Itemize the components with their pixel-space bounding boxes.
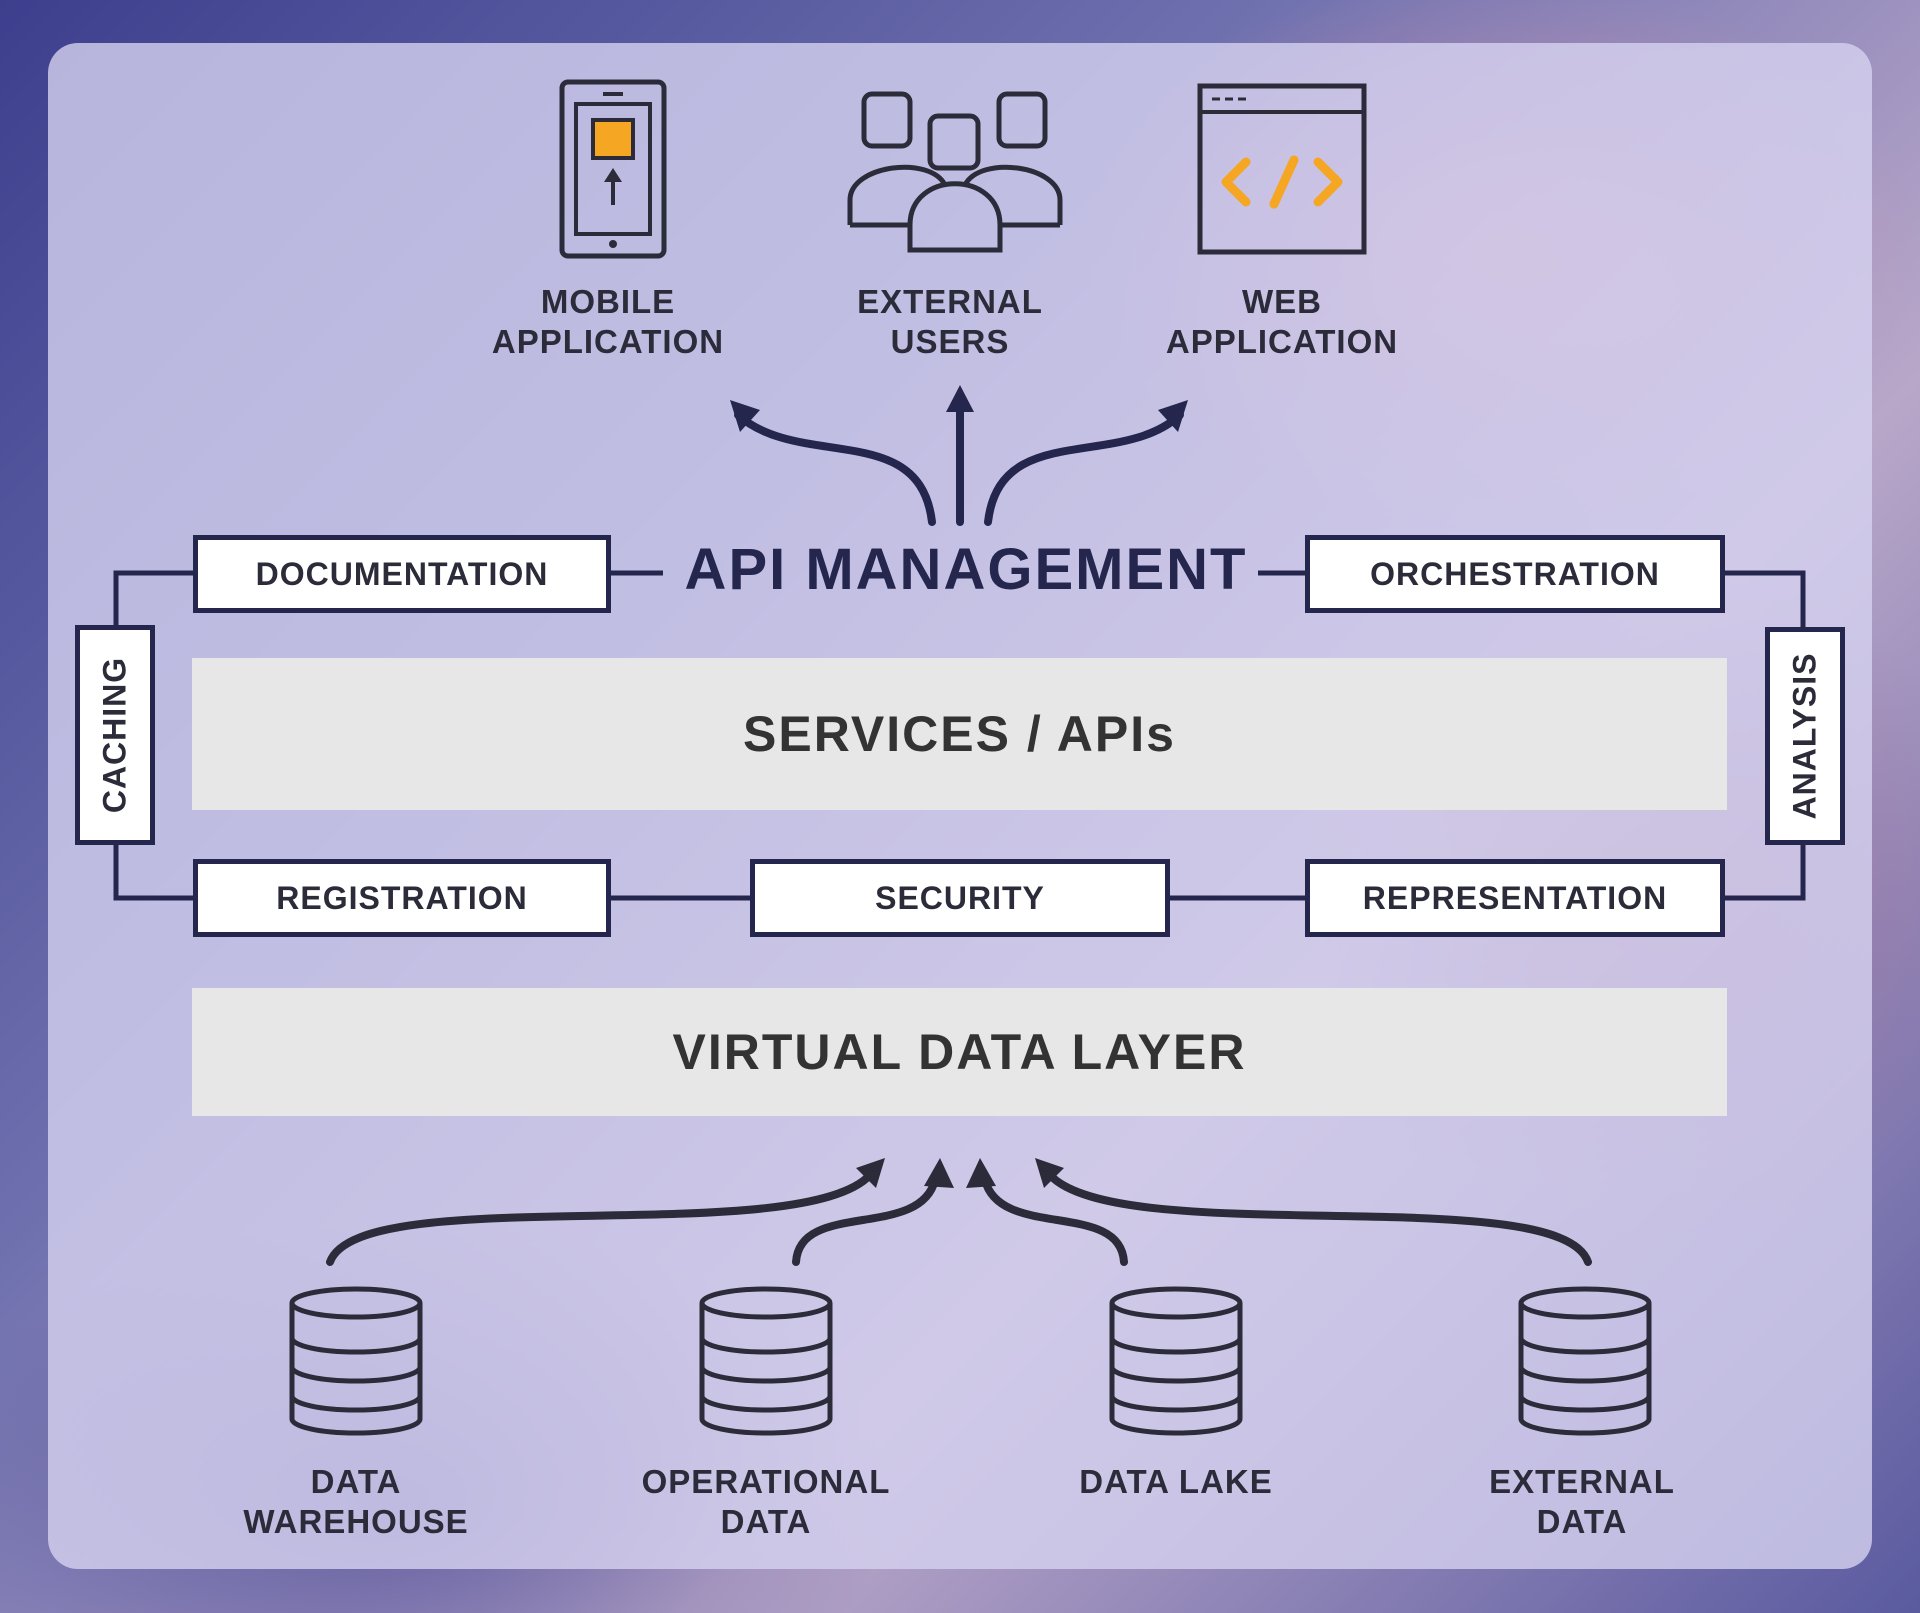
source-label-external: EXTERNAL DATA <box>1489 1463 1675 1540</box>
users-group-icon <box>847 91 1063 253</box>
analysis-box: ANALYSIS <box>1765 627 1845 845</box>
analysis-label: ANALYSIS <box>1786 652 1823 820</box>
database-icon <box>289 1286 1652 1436</box>
database-icon <box>699 1286 833 1436</box>
frame-lines <box>113 570 1806 901</box>
api-management-title: API MANAGEMENT <box>684 537 1248 602</box>
mobile-phone-icon <box>559 79 667 259</box>
documentation-box: DOCUMENTATION <box>193 535 611 613</box>
consumer-label-mobile: MOBILE APPLICATION <box>491 283 725 360</box>
source-arrows <box>326 1171 1592 1266</box>
database-icon <box>289 1286 423 1436</box>
registration-box: REGISTRATION <box>193 859 611 937</box>
source-arrowheads <box>856 1158 1064 1188</box>
database-icon <box>1109 1286 1243 1436</box>
security-box: SECURITY <box>750 859 1170 937</box>
caching-box: CACHING <box>75 625 155 845</box>
orchestration-box: ORCHESTRATION <box>1305 535 1725 613</box>
caching-label: CACHING <box>96 656 133 814</box>
services-apis-band: SERVICES / APIs <box>192 658 1727 810</box>
browser-code-icon <box>1197 83 1367 255</box>
source-label-lake: DATA LAKE <box>1079 1463 1273 1500</box>
consumer-label-web: WEB APPLICATION <box>1165 283 1399 360</box>
virtual-data-layer-band: VIRTUAL DATA LAYER <box>192 988 1727 1116</box>
source-label-operational: OPERATIONAL DATA <box>641 1463 891 1540</box>
consumer-label-users: EXTERNAL USERS <box>857 283 1043 360</box>
representation-box: REPRESENTATION <box>1305 859 1725 937</box>
source-label-warehouse: DATA WAREHOUSE <box>243 1463 469 1540</box>
upward-arrows <box>734 396 1184 526</box>
upward-arrowheads <box>730 385 1188 432</box>
database-icon <box>1518 1286 1652 1436</box>
